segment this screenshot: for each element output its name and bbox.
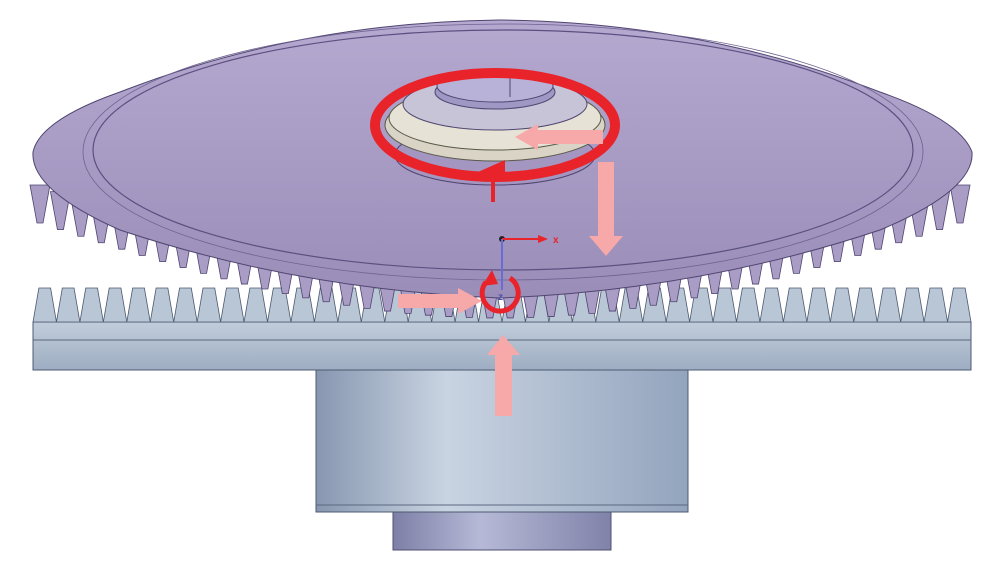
lower-gear-tooth xyxy=(923,287,949,323)
upper-gear-tooth xyxy=(949,184,971,224)
force-arrow-up-icon xyxy=(487,335,520,416)
lower-gear-tooth xyxy=(196,287,222,323)
force-arrow-left-top-icon xyxy=(515,124,603,150)
lower-gear-tooth xyxy=(126,287,151,323)
lower-gear-tooth xyxy=(876,287,902,323)
z-axis-label: z xyxy=(498,292,503,303)
lower-gear-tooth xyxy=(759,287,784,323)
force-arrow-down-icon xyxy=(589,162,623,256)
lower-gear-tooth xyxy=(149,287,175,323)
rotation-arrow-mesh-icon xyxy=(479,270,521,314)
lower-gear-tooth xyxy=(79,287,104,323)
lower-gear-tooth xyxy=(32,287,57,323)
coordinate-triad-icon: x z xyxy=(498,235,559,303)
rotation-arrow-top-icon xyxy=(370,68,620,202)
upper-gear-tooth xyxy=(29,184,51,224)
lower-gear-tooth xyxy=(806,287,831,323)
lower-gear-tooth xyxy=(243,287,268,323)
lower-gear-tooth xyxy=(829,287,855,323)
lower-gear-tooth xyxy=(900,287,925,323)
lower-gear-tooth xyxy=(947,287,972,323)
lower-gear-tooth xyxy=(736,287,761,323)
lower-gear-tooth xyxy=(55,287,81,323)
force-arrow-right-icon xyxy=(398,288,482,314)
lower-gear-tooth xyxy=(220,287,245,323)
lower-gear-tooth xyxy=(782,287,808,323)
lower-gear-tooth xyxy=(853,287,878,323)
x-axis-label: x xyxy=(553,235,559,246)
lower-gear-tooth xyxy=(712,287,737,323)
lower-gear-tooth xyxy=(173,287,198,323)
lower-gear-tooth xyxy=(102,287,128,323)
